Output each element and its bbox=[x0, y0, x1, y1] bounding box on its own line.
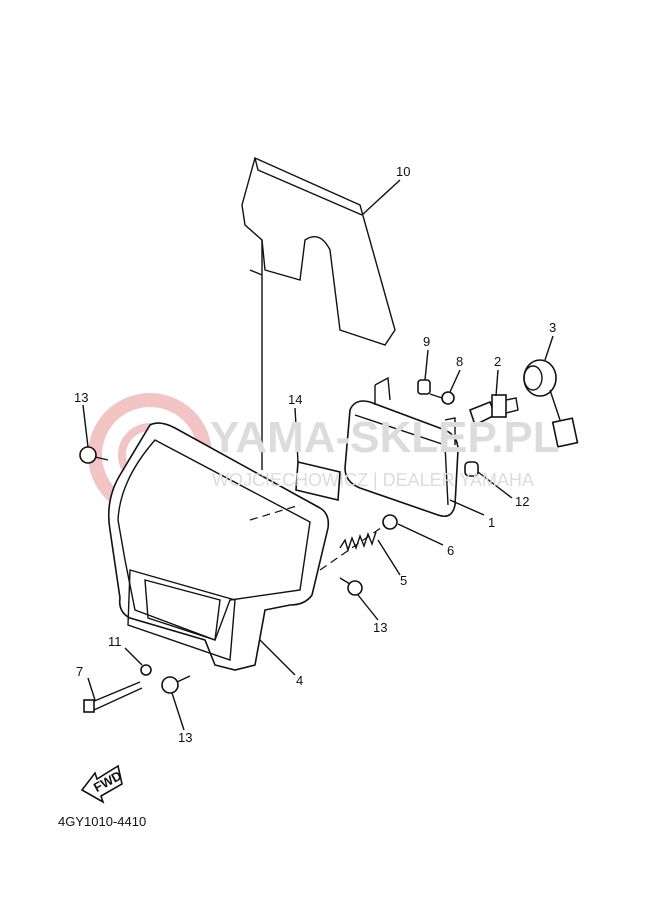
part-14-label bbox=[295, 461, 341, 501]
callout-13-left: 13 bbox=[74, 390, 88, 405]
part-13-bolt-left bbox=[79, 446, 109, 464]
callout-2: 2 bbox=[494, 354, 501, 369]
callout-8: 8 bbox=[456, 354, 463, 369]
callout-5: 5 bbox=[400, 573, 407, 588]
callout-4: 4 bbox=[296, 673, 303, 688]
callout-11: 11 bbox=[108, 634, 122, 649]
callout-13-mid: 13 bbox=[373, 620, 387, 635]
part-12-grommet bbox=[464, 461, 479, 477]
part-7-bolt bbox=[83, 681, 143, 713]
part-13-bolt-bottom bbox=[161, 675, 191, 694]
callout-9: 9 bbox=[423, 334, 430, 349]
part-4-headlight-cover bbox=[107, 422, 330, 671]
part-8-screw bbox=[429, 391, 455, 405]
callout-6: 6 bbox=[447, 543, 454, 558]
part-11-washer bbox=[140, 664, 152, 676]
part-3-socket bbox=[523, 359, 579, 448]
callout-13-bottom: 13 bbox=[178, 730, 192, 745]
callout-14: 14 bbox=[288, 392, 302, 407]
fwd-arrow-icon: FWD bbox=[80, 764, 124, 804]
diagram-code: 4GY1010-4410 bbox=[58, 814, 146, 829]
assembly-line bbox=[249, 504, 386, 571]
part-5-spring bbox=[339, 531, 377, 553]
part-2-bulb bbox=[469, 394, 519, 427]
callout-7: 7 bbox=[76, 664, 83, 679]
part-1-headlight bbox=[344, 376, 459, 518]
part-13-bolt-mid bbox=[339, 577, 363, 596]
watermark-subtitle: WOJCIECHOWICZ | DEALER YAMAHA bbox=[212, 470, 534, 490]
callout-12: 12 bbox=[515, 494, 529, 509]
watermark-title: YAMA-SKLEP.PL bbox=[210, 413, 560, 462]
part-6-nut bbox=[382, 514, 398, 530]
part-10-bracket bbox=[241, 157, 396, 470]
part-9-collar bbox=[417, 379, 431, 395]
leader-lines bbox=[82, 179, 554, 731]
callout-3: 3 bbox=[549, 320, 556, 335]
callout-10: 10 bbox=[396, 164, 410, 179]
callout-1: 1 bbox=[488, 515, 495, 530]
